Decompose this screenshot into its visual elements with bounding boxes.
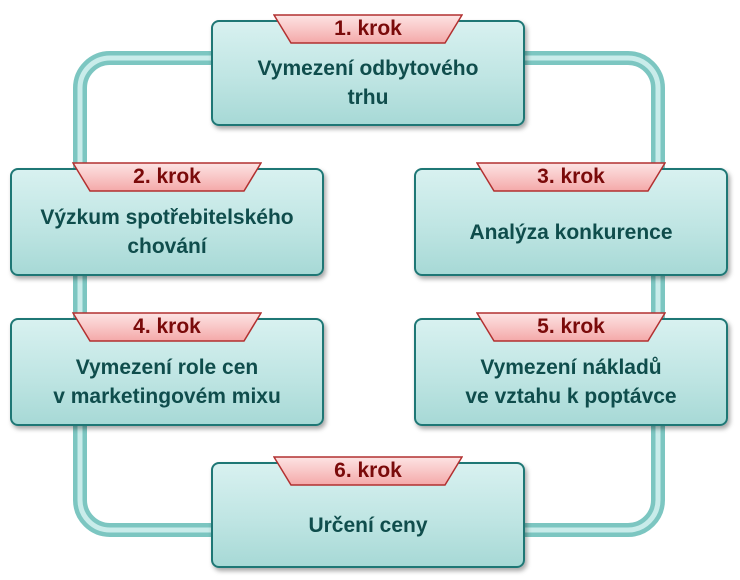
step-2-badge: 2. krok — [72, 162, 262, 192]
step-1-badge: 1. krok — [273, 14, 463, 44]
step-6-badge: 6. krok — [273, 456, 463, 486]
step-2-badge-label: 2. krok — [133, 165, 201, 188]
step-4: Vymezení role cen v marketingovém mixu 4… — [10, 312, 324, 426]
step-5: Vymezení nákladů ve vztahu k poptávce 5.… — [414, 312, 728, 426]
step-6-badge-label: 6. krok — [334, 459, 402, 482]
step-6: Určení ceny 6. krok — [211, 456, 525, 568]
step-3-badge: 3. krok — [476, 162, 666, 192]
step-4-badge-label: 4. krok — [133, 315, 201, 338]
step-4-badge: 4. krok — [72, 312, 262, 342]
step-1-badge-label: 1. krok — [334, 17, 402, 40]
step-3-badge-label: 3. krok — [537, 165, 605, 188]
step-5-badge-label: 5. krok — [537, 315, 605, 338]
step-1: Vymezení odbytového trhu 1. krok — [211, 14, 525, 126]
step-5-badge: 5. krok — [476, 312, 666, 342]
step-3: Analýza konkurence 3. krok — [414, 162, 728, 276]
step-2: Výzkum spotřebitelského chování 2. krok — [10, 162, 324, 276]
